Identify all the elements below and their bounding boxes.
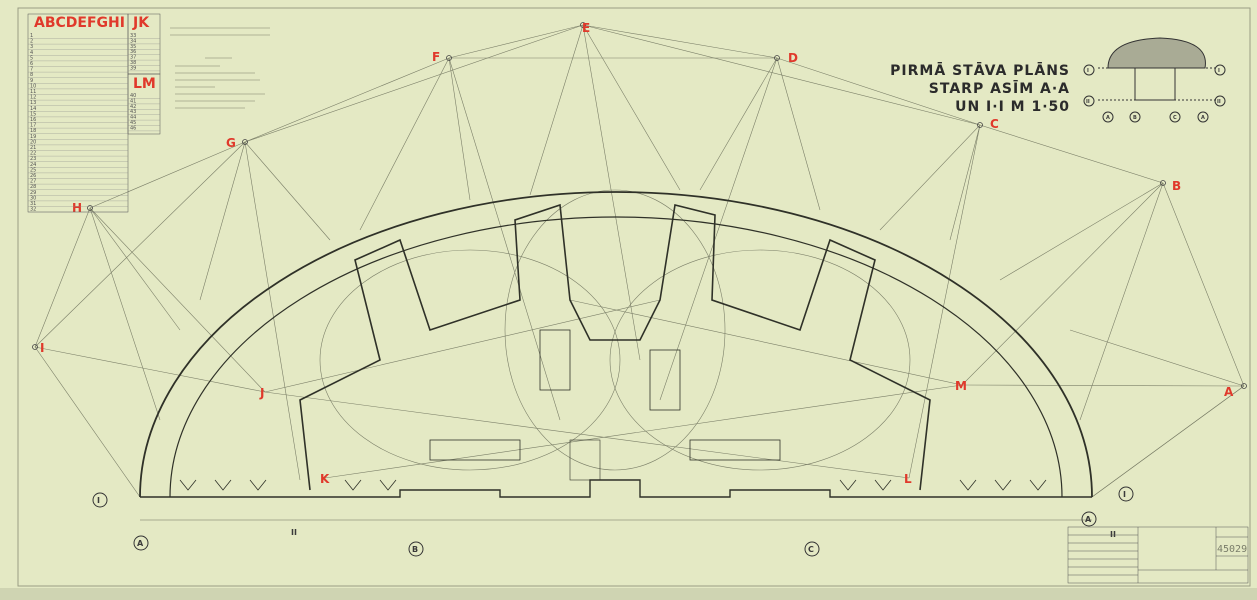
coord-table-row-number: 26: [30, 173, 36, 179]
coord-table-row-number: 31: [30, 201, 36, 207]
station-label-h: H: [72, 201, 82, 215]
coord-table-header-jk: JK: [132, 15, 150, 31]
coord-table-row-number: 35: [130, 44, 136, 50]
coord-table-row-number: 45: [130, 120, 136, 126]
coord-table-row-number: 10: [30, 83, 36, 89]
coord-table-row-number: 39: [130, 65, 136, 71]
coord-table-row-number: 5: [30, 55, 33, 61]
sheet-bottom-edge: [0, 588, 1257, 600]
coord-table-header-lm: LM: [133, 76, 156, 92]
coord-table-row-number: 46: [130, 125, 136, 131]
coord-table-row-number: 6: [30, 61, 33, 67]
section-mark-ii-right: II: [1110, 530, 1116, 539]
coord-table-row-number: 3: [30, 44, 33, 50]
coord-table-row-number: 40: [130, 93, 136, 99]
key-plan-col-b: B: [1133, 115, 1137, 121]
drawing-number: 45029: [1217, 544, 1247, 555]
coord-table-row-number: 38: [130, 60, 136, 66]
key-plan-row-1-left: I: [1087, 68, 1089, 74]
coord-table-row-number: 36: [130, 49, 136, 55]
coord-table-row-number: 18: [30, 128, 36, 134]
axis-i-right: I: [1123, 490, 1126, 499]
key-plan-row-1-right: I: [1218, 68, 1220, 74]
station-label-k: K: [320, 472, 330, 486]
coord-table-row-number: 16: [30, 117, 36, 123]
station-label-g: G: [226, 136, 236, 150]
coord-table-header-left: ABCDEFGHI: [34, 15, 125, 31]
coordinate-table: ABCDEFGHI JK LM 123456789101112131415161…: [27, 13, 161, 213]
coord-table-row-number: 28: [30, 184, 36, 190]
coord-table-row-number: 24: [30, 162, 36, 168]
coord-table-row-number: 32: [30, 207, 36, 213]
station-label-e: E: [582, 21, 590, 35]
axis-c: C: [808, 545, 814, 554]
title-line-2: STARP ASĪM A·A: [929, 79, 1070, 97]
coord-table-row-number: 41: [130, 98, 136, 104]
title-line-3: UN I·I M 1·50: [955, 99, 1070, 115]
key-plan-row-2-right: II: [1217, 99, 1221, 105]
coord-table-row-number: 12: [30, 95, 36, 101]
coord-table-row-number: 21: [30, 145, 36, 151]
coord-table-row-number: 7: [30, 67, 33, 73]
coord-table-row-number: 25: [30, 167, 36, 173]
axis-a-left: A: [137, 539, 144, 548]
axis-a-right: A: [1085, 515, 1092, 524]
window-bays: [179, 479, 1047, 491]
coord-table-row-number: 44: [130, 115, 136, 121]
key-plan-col-a2: A: [1201, 115, 1205, 121]
coord-table-row-number: 30: [30, 195, 36, 201]
coord-table-row-number: 33: [130, 33, 136, 39]
coord-table-row-number: 11: [30, 89, 36, 95]
coord-table-row-number: 15: [30, 111, 36, 117]
station-label-j: J: [259, 386, 264, 400]
station-label-m: M: [955, 379, 967, 393]
station-label-b: B: [1172, 179, 1181, 193]
coord-table-row-number: 19: [30, 134, 36, 140]
notes-block: [170, 27, 270, 109]
coord-table-row-number: 8: [30, 72, 33, 78]
coord-table-row-number: 42: [130, 104, 136, 110]
coord-table-row-number: 1: [30, 33, 33, 39]
station-label-l: L: [904, 472, 912, 486]
station-label-i: I: [40, 341, 44, 355]
sheet-border: [17, 7, 1251, 587]
section-mark-ii-left: II: [291, 528, 297, 537]
station-label-f: F: [432, 50, 440, 64]
coord-table-row-number: 4: [30, 50, 33, 56]
triangulation-lines: [34, 24, 1245, 498]
floor-plan-outline: [139, 191, 1093, 498]
station-label-c: C: [990, 117, 999, 131]
coord-table-row-number: 34: [130, 38, 136, 44]
station-points: [32, 22, 1247, 389]
coord-table-row-number: 23: [30, 156, 36, 162]
station-label-d: D: [788, 51, 798, 65]
coord-table-row-number: 2: [30, 39, 33, 45]
axis-i-left: I: [97, 496, 100, 505]
coord-table-row-number: 14: [30, 106, 36, 112]
key-plan-col-c: C: [1173, 115, 1177, 121]
coord-table-row-number: 43: [130, 109, 136, 115]
title-line-1: PIRMĀ STĀVA PLĀNS: [890, 61, 1070, 79]
station-labels: E F D C B A G H I J K L M: [40, 21, 1234, 486]
coord-table-row-number: 37: [130, 55, 136, 61]
coord-table-row-number: 20: [30, 139, 36, 145]
axis-markers: [92, 486, 1134, 557]
coord-table-row-number: 9: [30, 78, 33, 84]
axis-b: B: [412, 545, 418, 554]
key-plan-col-a: A: [1106, 115, 1110, 121]
coord-table-row-number: 17: [30, 123, 36, 129]
coord-table-row-number: 22: [30, 151, 36, 157]
coord-table-row-number: 13: [30, 100, 36, 106]
key-plan-row-2-left: II: [1086, 99, 1090, 105]
title-block: [1067, 526, 1249, 584]
coord-table-row-number: 27: [30, 179, 36, 185]
coord-table-row-number: 29: [30, 190, 36, 196]
key-plan: [1083, 37, 1226, 123]
station-label-a: A: [1224, 385, 1234, 399]
